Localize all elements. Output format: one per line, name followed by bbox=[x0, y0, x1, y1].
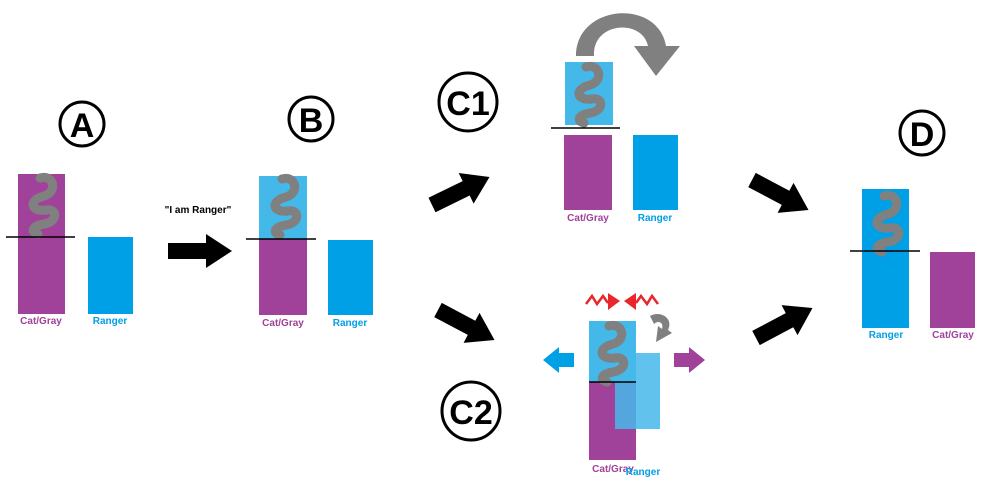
ranger-bar bbox=[862, 189, 909, 328]
stage-c2-label: C2 bbox=[449, 394, 492, 432]
cat-gray-bar bbox=[259, 239, 307, 315]
stage-c1: C1 Cat/Gray Ranger bbox=[437, 13, 680, 224]
stage-d-label: D bbox=[910, 116, 935, 154]
stage-c2: C2 Cat/Gray Ranger bbox=[440, 293, 705, 478]
cat-gray-label: Cat/Gray bbox=[932, 330, 974, 341]
ranger-label: Ranger bbox=[869, 330, 904, 341]
ranger-label: Ranger bbox=[638, 213, 673, 224]
left-arrow-icon bbox=[543, 347, 574, 373]
stage-a-label: A bbox=[70, 107, 95, 145]
stage-c1-badge bbox=[437, 71, 499, 133]
ranger-label: Ranger bbox=[333, 318, 368, 329]
ranger-bar bbox=[633, 135, 678, 210]
cat-gray-bar bbox=[930, 252, 975, 328]
arrow-icon bbox=[428, 173, 490, 213]
stage-a: A Cat/Gray Ranger bbox=[6, 100, 133, 327]
cat-gray-bar bbox=[564, 135, 612, 210]
ranger-bar bbox=[88, 237, 133, 314]
arrow-icon bbox=[748, 172, 809, 213]
stage-c2-badge bbox=[440, 380, 502, 442]
arrow-icon bbox=[168, 234, 232, 268]
curved-arrow-icon bbox=[650, 313, 672, 342]
zigzag-arrow-icon bbox=[624, 293, 659, 310]
curved-arrow-icon bbox=[576, 13, 680, 76]
ranger-bar bbox=[328, 240, 373, 315]
ranger-label: Ranger bbox=[93, 316, 128, 327]
stage-b-label: B bbox=[299, 102, 324, 140]
arrow-icon bbox=[752, 305, 813, 346]
stage-d: D Ranger Cat/Gray bbox=[850, 109, 975, 341]
cat-gray-label: Cat/Gray bbox=[567, 213, 609, 224]
i-am-ranger-quote: "I am Ranger" bbox=[165, 205, 232, 216]
ranger-label: Ranger bbox=[626, 467, 661, 478]
stage-b-badge bbox=[287, 95, 335, 143]
cat-gray-label: Cat/Gray bbox=[20, 316, 62, 327]
stage-d-badge bbox=[898, 109, 946, 157]
stage-c1-label: C1 bbox=[446, 85, 489, 123]
stage-a-badge bbox=[58, 100, 106, 148]
right-arrow-icon bbox=[674, 347, 705, 373]
stage-b: B Cat/Gray Ranger bbox=[246, 95, 373, 329]
zigzag-arrow-icon bbox=[585, 293, 620, 310]
cat-gray-label: Cat/Gray bbox=[592, 464, 634, 475]
arrow-icon bbox=[434, 302, 495, 343]
cat-gray-label: Cat/Gray bbox=[262, 318, 304, 329]
